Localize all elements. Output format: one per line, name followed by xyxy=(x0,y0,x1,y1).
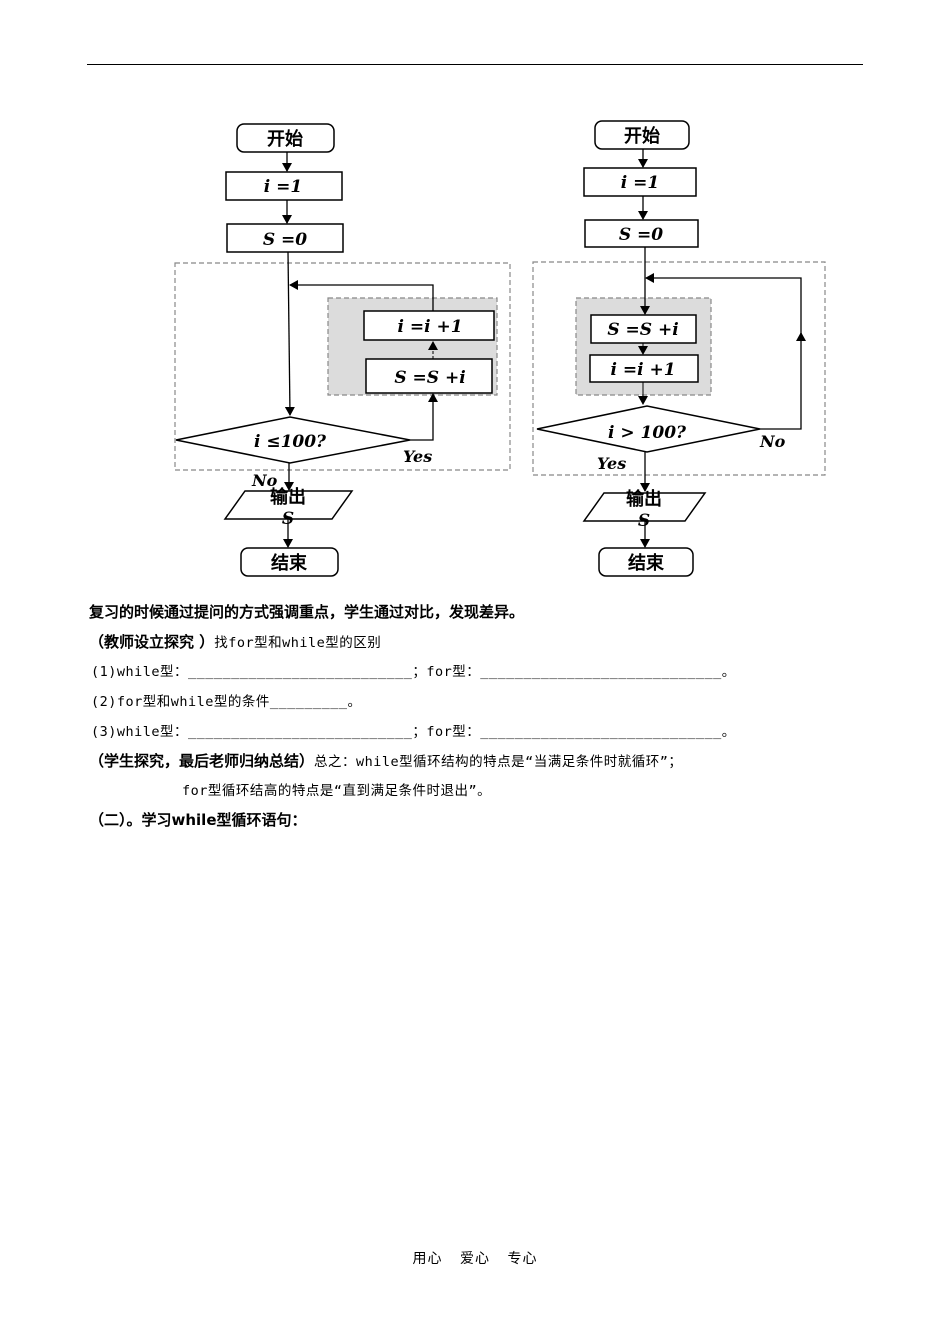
yes-label-left: Yes xyxy=(403,447,432,466)
summary-line: （学生探究，最后老师归纳总结）总之：while型循环结构的特点是“当满足条件时就… xyxy=(89,751,682,772)
output-label-left: 输出 xyxy=(270,486,306,508)
teacher-question-text: 找for型和while型的区别 xyxy=(214,635,382,651)
flowchart-right: 开始 i =1 S =0 S =S +i i =i +1 i > 100? xyxy=(532,120,826,577)
summary-text: 总之：while型循环结构的特点是“当满足条件时就循环”； xyxy=(314,754,683,770)
section-heading: （二）。学习while型循环语句： xyxy=(89,811,307,829)
accumulate-label-right: S =S +i xyxy=(607,320,678,340)
init-i-label-right: i =1 xyxy=(621,173,659,193)
output-node-left xyxy=(223,490,354,520)
end-node-left xyxy=(240,547,339,577)
decision-label-left: i ≤100? xyxy=(254,432,327,452)
no-label-right: No xyxy=(759,432,786,451)
accumulate-label-left: S =S +i xyxy=(394,368,465,388)
item-1-line: (1)while型：__________________________；for… xyxy=(91,664,736,680)
footer-a: 用心 xyxy=(412,1251,443,1267)
accumulate-box-left xyxy=(365,358,493,394)
intro-line: 复习的时候通过提问的方式强调重点，学生通过对比，发现差异。 xyxy=(89,603,525,621)
summary-line-2: for型循环结高的特点是“直到满足条件时退出”。 xyxy=(182,783,492,799)
start-node-right xyxy=(594,120,690,150)
output-var-right: S xyxy=(638,511,650,531)
end-label-right: 结束 xyxy=(628,552,665,574)
no-label-left: No xyxy=(251,471,278,490)
accumulate-box-right xyxy=(590,314,697,344)
flowchart-left: 开始 i =1 S =0 i =i +1 S =S +i i ≤100? xyxy=(174,123,511,577)
end-node-right xyxy=(598,547,694,577)
item-2-line: (2)for型和while型的条件_________。 xyxy=(91,694,362,710)
start-label-right: 开始 xyxy=(624,125,660,147)
teacher-question-label: （教师设立探究 ） xyxy=(89,633,215,651)
init-s-label-left: S =0 xyxy=(263,230,307,250)
output-node-right xyxy=(582,492,707,522)
increment-box-right xyxy=(589,354,699,383)
init-i-label-left: i =1 xyxy=(264,177,302,197)
start-node-left xyxy=(236,123,335,153)
footer: 用心 爱心 专心 xyxy=(0,1248,950,1268)
teacher-question-line: （教师设立探究 ）找for型和while型的区别 xyxy=(89,632,381,653)
flowcharts: 开始 i =1 S =0 i =i +1 S =S +i i ≤100? xyxy=(174,120,826,577)
summary-label: （学生探究，最后老师归纳总结） xyxy=(89,752,315,770)
init-i-box-right xyxy=(583,167,697,197)
init-s-box-left xyxy=(226,223,344,253)
increment-label-right: i =i +1 xyxy=(610,360,675,380)
start-label-left: 开始 xyxy=(267,128,303,150)
init-s-label-right: S =0 xyxy=(619,225,663,245)
loop-region-left xyxy=(174,262,511,471)
end-label-left: 结束 xyxy=(271,552,308,574)
footer-b: 爱心 xyxy=(460,1251,490,1267)
loop-region-right xyxy=(532,261,826,476)
increment-label-left: i =i +1 xyxy=(397,317,462,337)
item-3-line: (3)while型：__________________________；for… xyxy=(91,724,736,740)
decision-label-right: i > 100? xyxy=(608,423,687,443)
init-i-box-left xyxy=(225,171,343,201)
footer-c: 专心 xyxy=(507,1251,538,1267)
output-label-right: 输出 xyxy=(626,488,662,510)
yes-label-right: Yes xyxy=(597,454,626,473)
init-s-box-right xyxy=(584,219,699,248)
increment-box-left xyxy=(363,310,495,341)
header-rule xyxy=(87,64,863,65)
